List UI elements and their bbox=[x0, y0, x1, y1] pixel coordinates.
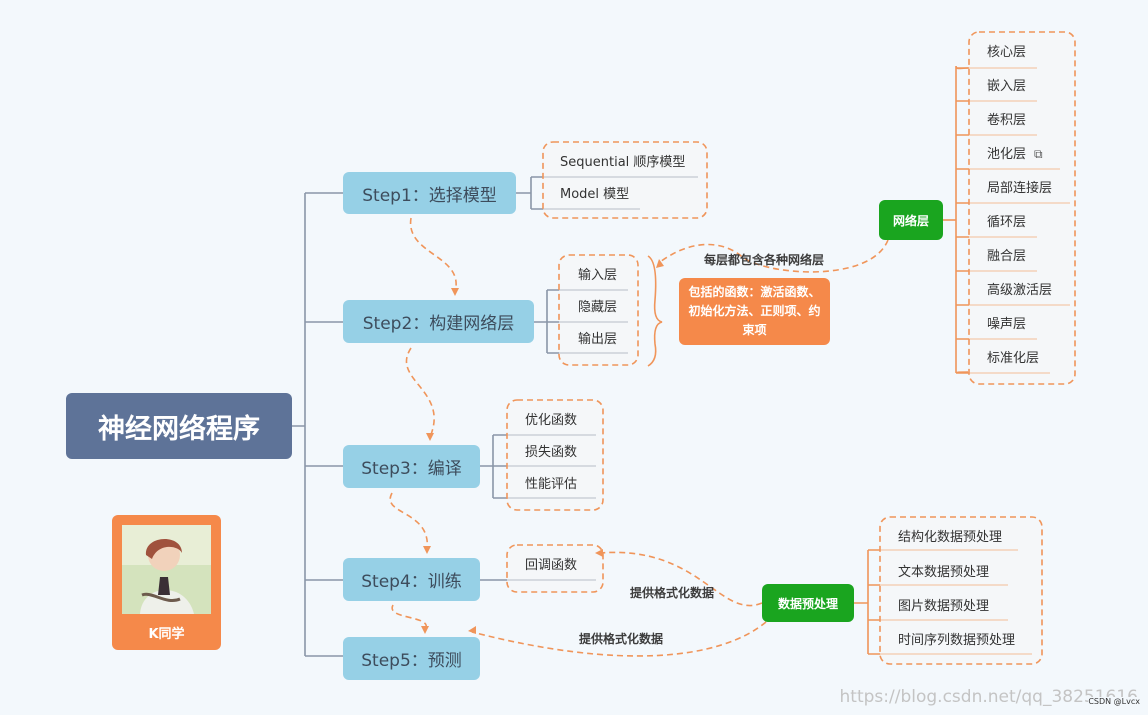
layer-output[interactable]: 输出层 bbox=[578, 332, 618, 347]
network-layer-item[interactable]: 循环层 bbox=[987, 215, 1027, 230]
train-callbacks[interactable]: 回调函数 bbox=[525, 558, 578, 573]
layer-input[interactable]: 输入层 bbox=[578, 268, 618, 283]
relation-label-format-train: 提供格式化数据 bbox=[630, 586, 715, 600]
layer-hidden[interactable]: 隐藏层 bbox=[578, 300, 618, 315]
relation-label-each-layer: 每层都包含各种网络层 bbox=[704, 253, 825, 267]
step4-node[interactable]: Step4：训练 bbox=[343, 558, 480, 601]
network-layer-item[interactable]: 标准化层 bbox=[987, 351, 1040, 366]
network-layer-item[interactable]: 核心层 bbox=[987, 45, 1027, 60]
step1-node[interactable]: Step1：选择模型 bbox=[343, 172, 516, 214]
compile-optimizer[interactable]: 优化函数 bbox=[525, 413, 578, 428]
preprocessing-item[interactable]: 结构化数据预处理 bbox=[898, 530, 1003, 545]
functions-note[interactable]: 包括的函数：激活函数、初始化方法、正则项、约束项 bbox=[679, 278, 830, 345]
preprocessing-item[interactable]: 时间序列数据预处理 bbox=[898, 633, 1016, 648]
author-name: K同学 bbox=[148, 627, 185, 642]
root-node[interactable]: 神经网络程序 bbox=[66, 393, 292, 459]
network-layer-item[interactable]: 嵌入层 bbox=[987, 79, 1027, 94]
network-layer-item[interactable]: 卷积层 bbox=[987, 113, 1027, 128]
author-card[interactable]: K同学 bbox=[112, 515, 221, 650]
watermark-url: https://blog.csdn.net/qq_38251616 bbox=[839, 687, 1138, 707]
avatar-image bbox=[122, 525, 211, 614]
preprocessing-item[interactable]: 图片数据预处理 bbox=[898, 599, 990, 614]
step3-node[interactable]: Step3：编译 bbox=[343, 445, 480, 488]
network-layer-label: 池化层 bbox=[987, 147, 1027, 162]
model-functional[interactable]: Model 模型 bbox=[560, 187, 630, 202]
network-layer-item[interactable]: 高级激活层 bbox=[987, 283, 1053, 298]
compile-loss[interactable]: 损失函数 bbox=[525, 445, 578, 460]
relation-label-format-predict: 提供格式化数据 bbox=[579, 632, 664, 646]
network-layer-item[interactable]: 局部连接层 bbox=[987, 181, 1053, 196]
step2-node[interactable]: Step2：构建网络层 bbox=[343, 300, 534, 343]
network-layer-item[interactable]: 噪声层 bbox=[987, 317, 1027, 332]
network-layer-item[interactable]: 池化层 ⧉ bbox=[987, 148, 1043, 161]
link-icon[interactable]: ⧉ bbox=[1034, 147, 1043, 161]
model-sequential[interactable]: Sequential 顺序模型 bbox=[560, 155, 686, 170]
preprocessing-node[interactable]: 数据预处理 bbox=[762, 584, 854, 622]
compile-metrics[interactable]: 性能评估 bbox=[525, 477, 578, 492]
network-layer-node[interactable]: 网络层 bbox=[879, 200, 943, 240]
preprocessing-item[interactable]: 文本数据预处理 bbox=[898, 565, 990, 580]
network-layer-item[interactable]: 融合层 bbox=[987, 249, 1027, 264]
watermark-credit: CSDN @Lvcx bbox=[1088, 697, 1140, 706]
step5-node[interactable]: Step5：预测 bbox=[343, 637, 480, 680]
